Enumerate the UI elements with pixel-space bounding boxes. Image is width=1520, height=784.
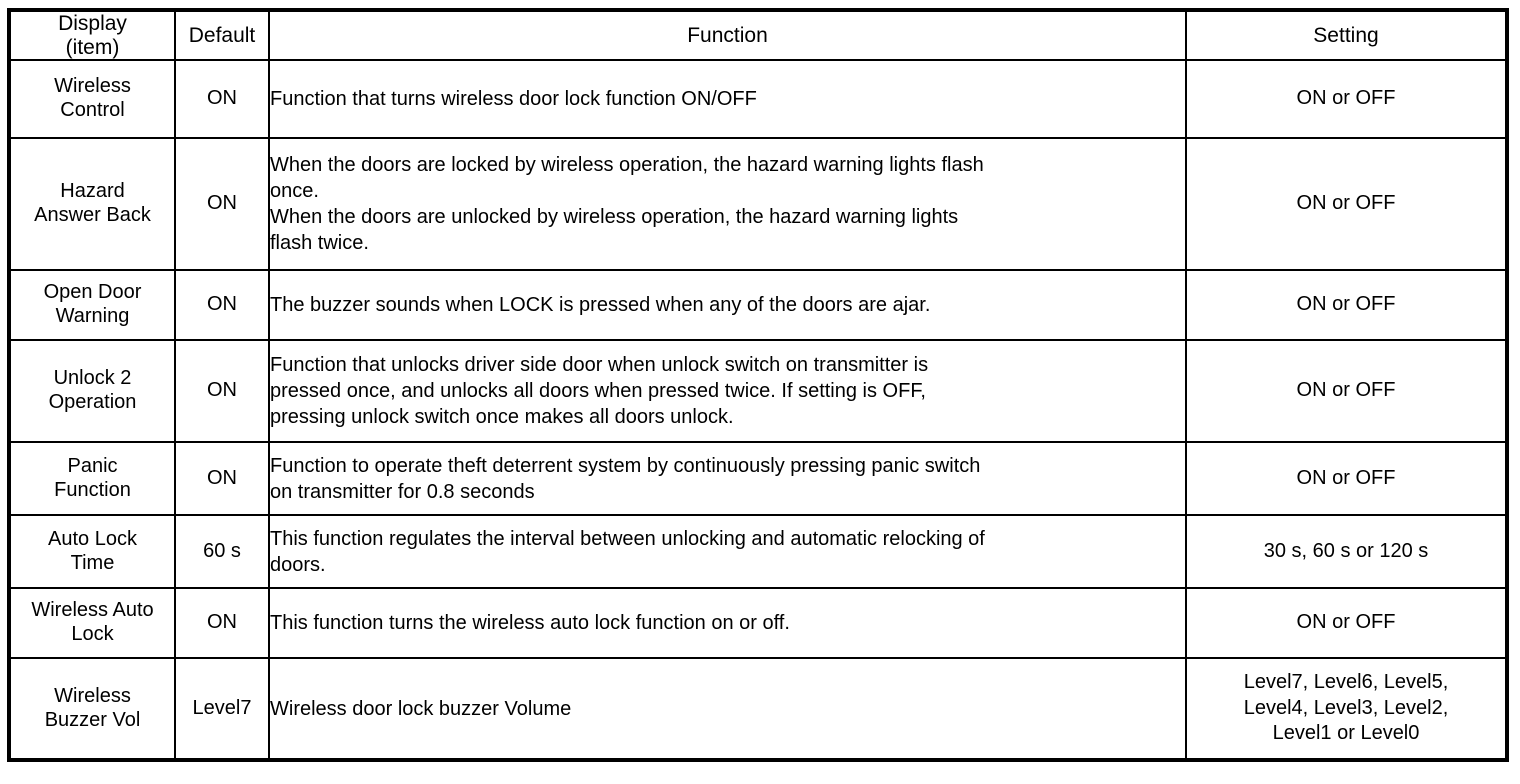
- cell-display-item-line1: Unlock 2: [53, 367, 132, 390]
- cell-default-value: 60 s: [174, 514, 270, 590]
- table-header: Display (item) Default Function Setting: [8, 8, 1508, 62]
- cell-function-line: doors.: [270, 553, 326, 576]
- cell-display-item-line2: Buzzer Vol: [44, 708, 141, 731]
- cell-function-line: The buzzer sounds when LOCK is pressed w…: [270, 294, 931, 317]
- cell-setting-line: Level7, Level6, Level5,: [1243, 671, 1449, 694]
- cell-function-description: This function regulates the interval bet…: [268, 514, 1187, 590]
- cell-function-line: When the doors are locked by wireless op…: [270, 154, 984, 177]
- cell-display-item-line2: Lock: [71, 623, 114, 646]
- cell-default-value: ON: [174, 587, 270, 660]
- cell-setting-options: ON or OFF: [1185, 339, 1508, 444]
- cell-setting-options: ON or OFF: [1185, 137, 1508, 272]
- column-header-setting: Setting: [1185, 8, 1508, 62]
- cell-display-item-line2: Control: [60, 99, 125, 122]
- wireless-door-lock-settings-table: Display (item) Default Function Setting …: [7, 8, 1509, 763]
- header-row: Display (item) Default Function Setting: [8, 8, 1508, 62]
- cell-setting-options: 30 s, 60 s or 120 s: [1185, 514, 1508, 590]
- cell-function-line: Function to operate theft deterrent syst…: [270, 454, 981, 477]
- column-header-default: Default: [174, 8, 270, 62]
- cell-setting-line: ON or OFF: [1296, 611, 1396, 634]
- cell-function-line: Function that turns wireless door lock f…: [270, 88, 757, 111]
- cell-default-value: ON: [174, 441, 270, 517]
- cell-display-item-line2: Answer Back: [34, 204, 151, 227]
- cell-setting-options: ON or OFF: [1185, 269, 1508, 342]
- cell-setting-options: Level7, Level6, Level5,Level4, Level3, L…: [1185, 657, 1508, 762]
- cell-display-item-line1: Panic: [67, 454, 118, 477]
- cell-setting-line: Level4, Level3, Level2,: [1243, 696, 1449, 719]
- cell-function-line: Wireless door lock buzzer Volume: [270, 697, 572, 720]
- cell-function-description: Wireless door lock buzzer Volume: [268, 657, 1187, 762]
- cell-display-item-line1: Hazard: [60, 180, 125, 203]
- cell-function-line: pressed once, and unlocks all doors when…: [270, 380, 926, 403]
- cell-function-line: This function turns the wireless auto lo…: [270, 612, 790, 635]
- cell-function-line: When the doors are unlocked by wireless …: [270, 206, 959, 229]
- cell-function-description: Function that unlocks driver side door w…: [268, 339, 1187, 444]
- cell-setting-line: ON or OFF: [1296, 192, 1396, 215]
- cell-function-line: once.: [270, 180, 319, 203]
- cell-display-item-line2: Warning: [55, 305, 130, 328]
- cell-default-value: Level7: [174, 657, 270, 762]
- cell-default-value: ON: [174, 137, 270, 272]
- column-header-display-line1: Display: [58, 12, 127, 35]
- cell-display-item-line2: Operation: [48, 391, 137, 414]
- cell-default-value: ON: [174, 339, 270, 444]
- cell-display-item-line1: Auto Lock: [48, 527, 137, 550]
- cell-function-description: Function to operate theft deterrent syst…: [268, 441, 1187, 517]
- column-header-function: Function: [268, 8, 1187, 62]
- cell-display-item-line1: Wireless Auto: [31, 599, 154, 622]
- cell-function-line: Function that unlocks driver side door w…: [270, 354, 929, 377]
- cell-display-item-line1: Wireless: [54, 75, 131, 98]
- cell-setting-options: ON or OFF: [1185, 587, 1508, 660]
- column-header-display-line2: (item): [65, 35, 120, 59]
- cell-setting-line: ON or OFF: [1296, 293, 1396, 316]
- cell-setting-line: ON or OFF: [1296, 466, 1396, 489]
- column-header-display: Display (item): [8, 8, 176, 62]
- cell-setting-line: ON or OFF: [1296, 379, 1396, 402]
- cell-display-item-line2: Function: [54, 478, 131, 501]
- cell-function-line: flash twice.: [270, 232, 369, 255]
- cell-function-description: Function that turns wireless door lock f…: [268, 59, 1187, 140]
- cell-setting-line: 30 s, 60 s or 120 s: [1263, 539, 1429, 562]
- cell-function-line: This function regulates the interval bet…: [270, 527, 985, 550]
- cell-setting-line: ON or OFF: [1296, 87, 1396, 110]
- cell-display-item-line1: Wireless: [54, 684, 131, 707]
- cell-default-value: ON: [174, 59, 270, 140]
- cell-setting-options: ON or OFF: [1185, 59, 1508, 140]
- cell-setting-options: ON or OFF: [1185, 441, 1508, 517]
- cell-display-item-line1: Open Door: [43, 281, 142, 304]
- cell-function-description: When the doors are locked by wireless op…: [268, 137, 1187, 272]
- cell-function-description: This function turns the wireless auto lo…: [268, 587, 1187, 660]
- cell-display-item-line2: Time: [70, 551, 115, 574]
- cell-default-value: ON: [174, 269, 270, 342]
- cell-function-line: on transmitter for 0.8 seconds: [270, 480, 535, 503]
- cell-function-description: The buzzer sounds when LOCK is pressed w…: [268, 269, 1187, 342]
- cell-function-line: pressing unlock switch once makes all do…: [270, 406, 734, 429]
- cell-setting-line: Level1 or Level0: [1272, 722, 1420, 745]
